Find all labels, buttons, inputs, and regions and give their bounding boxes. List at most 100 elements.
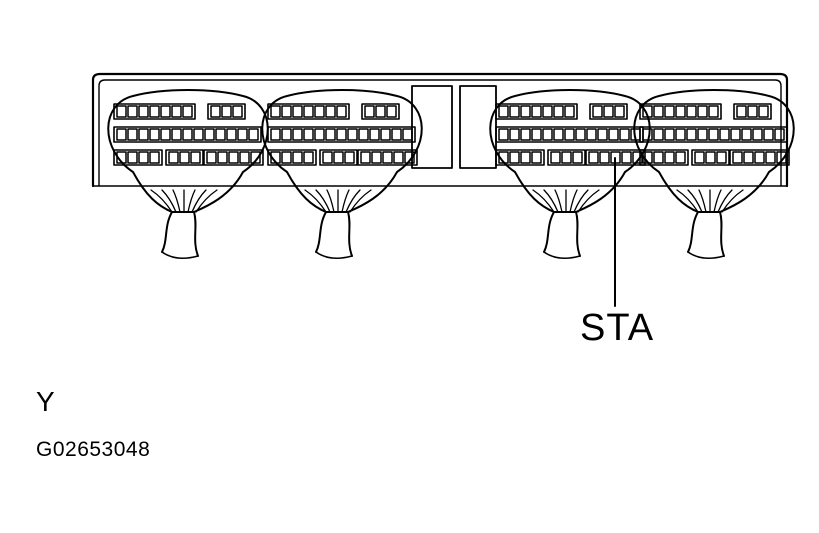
pin-cavity	[509, 105, 520, 118]
wire-strand	[150, 189, 173, 213]
pin-cavity	[664, 105, 675, 118]
pin-cavity	[206, 151, 217, 164]
wire-bundle-left	[315, 211, 327, 253]
pin-cavity	[210, 105, 221, 118]
pin-cavity	[553, 128, 564, 141]
pin-group	[165, 149, 204, 166]
pin-cavity	[758, 105, 769, 118]
pin-cavity	[741, 128, 752, 141]
pin-frame	[267, 126, 416, 143]
pin-cavity	[364, 105, 375, 118]
pin-group	[113, 126, 262, 143]
pin-cavity	[572, 151, 583, 164]
pin-cavity	[303, 151, 314, 164]
pin-cavity	[697, 128, 708, 141]
pin-group	[691, 149, 730, 166]
pin-cavity	[754, 151, 765, 164]
pin-cavity	[149, 128, 160, 141]
pin-cavity	[653, 128, 664, 141]
wire-strand	[161, 189, 177, 213]
pin-cavity	[498, 128, 509, 141]
pin-cavity	[325, 128, 336, 141]
wire-strand	[326, 189, 335, 213]
pin-cavity	[270, 105, 281, 118]
pin-cavity	[776, 151, 787, 164]
connector-1	[107, 89, 269, 260]
connector-4	[633, 89, 795, 260]
pin-cavity	[314, 105, 325, 118]
pin-cavity	[369, 128, 380, 141]
pin-cavity	[371, 151, 382, 164]
wire-strand	[191, 189, 207, 213]
wire-strand	[577, 189, 600, 213]
pin-cavity	[160, 105, 171, 118]
wire-strand	[687, 189, 703, 213]
pin-group	[267, 103, 350, 120]
pin-frame	[639, 126, 788, 143]
pin-frame	[113, 149, 163, 166]
pin-group	[319, 149, 358, 166]
wire-bundle-end	[543, 251, 581, 260]
pin-cavity	[732, 151, 743, 164]
wire-strand	[195, 189, 218, 213]
wire-strand	[345, 189, 361, 213]
pin-cavity	[653, 105, 664, 118]
pin-cavity	[358, 128, 369, 141]
harness-boot	[489, 89, 651, 213]
pin-cavity	[675, 128, 686, 141]
pin-frame	[113, 103, 196, 120]
pin-cavity	[116, 128, 127, 141]
pin-cavity	[774, 128, 785, 141]
wire-bundle-right	[575, 211, 581, 257]
pin-cavity	[730, 128, 741, 141]
wire-strand	[341, 189, 350, 213]
pin-cavity	[127, 128, 138, 141]
pin-frame	[113, 126, 262, 143]
pin-cavity	[281, 105, 292, 118]
pin-group	[589, 103, 628, 120]
pin-cavity	[608, 128, 619, 141]
wire-strand	[721, 189, 744, 213]
pin-cavity	[575, 128, 586, 141]
pin-cavity	[138, 105, 149, 118]
pin-cavity	[168, 151, 179, 164]
pin-cavity	[292, 105, 303, 118]
wire-strand	[543, 189, 559, 213]
pin-frame	[495, 149, 545, 166]
pin-cavity	[675, 105, 686, 118]
pin-frame	[319, 149, 358, 166]
pin-cavity	[686, 105, 697, 118]
pin-cavity	[217, 151, 228, 164]
wire-bundle-left	[543, 211, 555, 253]
pin-cavity	[116, 105, 127, 118]
pin-cavity	[597, 128, 608, 141]
pin-cavity	[642, 128, 653, 141]
pin-group	[207, 103, 246, 120]
pin-cavity	[763, 128, 774, 141]
pin-cavity	[193, 128, 204, 141]
pin-frame	[639, 149, 689, 166]
pin-cavity	[621, 151, 632, 164]
pin-cavity	[393, 151, 404, 164]
pin-frame	[495, 103, 578, 120]
wire-strand	[554, 189, 563, 213]
pin-cavity	[149, 105, 160, 118]
pin-cavity	[336, 105, 347, 118]
pin-frame	[267, 103, 350, 120]
sta-callout-label: STA	[580, 307, 655, 349]
pin-cavity	[719, 128, 730, 141]
pin-cavity	[239, 151, 250, 164]
pin-cavity	[642, 105, 653, 118]
pin-frame	[733, 103, 772, 120]
wire-bundle-end	[687, 251, 725, 260]
pin-cavity	[215, 128, 226, 141]
center-slot-left	[411, 85, 453, 169]
pin-group	[361, 103, 400, 120]
wire-strand	[304, 189, 327, 213]
pin-cavity	[303, 128, 314, 141]
pin-cavity	[281, 128, 292, 141]
pin-cavity	[520, 105, 531, 118]
wire-strand	[573, 189, 589, 213]
pin-cavity	[116, 151, 127, 164]
pin-frame	[165, 149, 204, 166]
